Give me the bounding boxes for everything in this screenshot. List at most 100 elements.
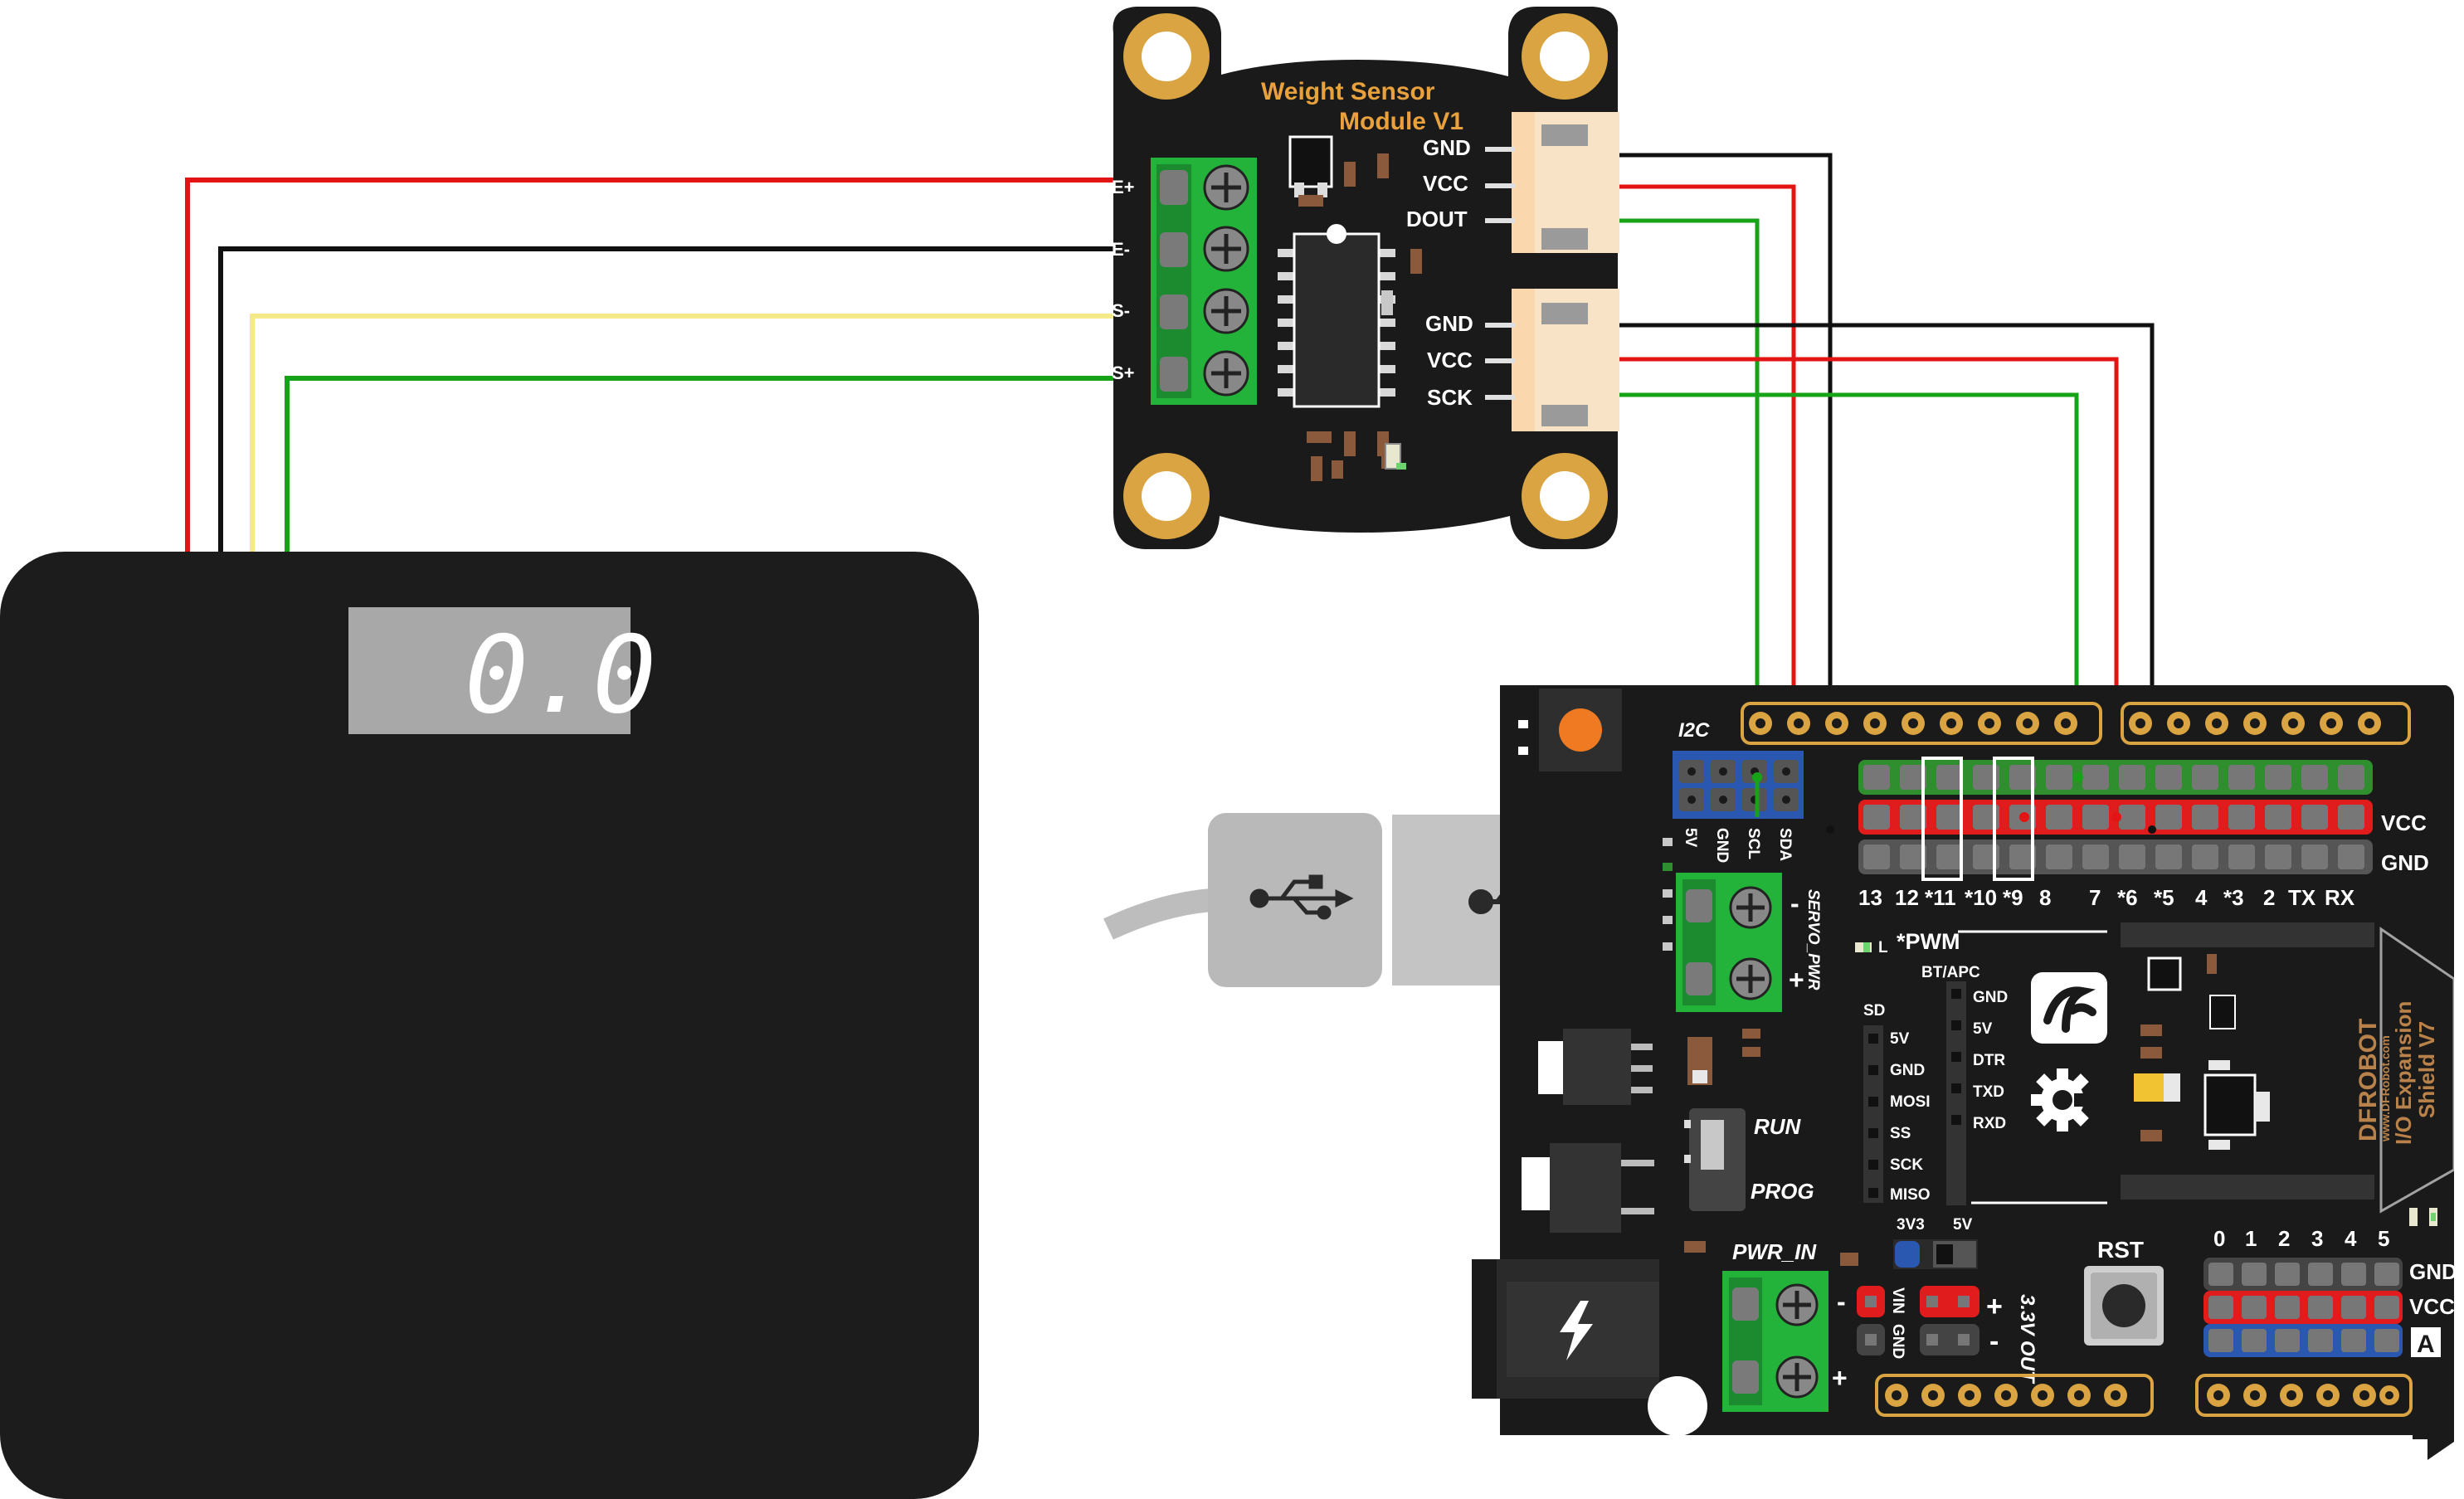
df-logo xyxy=(2031,972,2107,1044)
v5-label: 5V xyxy=(1953,1216,1973,1234)
usb-icon-boot xyxy=(1249,874,1354,920)
shield-right-components xyxy=(2121,922,2374,1200)
digital-pin-2: 2 xyxy=(2263,885,2275,910)
digital-pin-4: 4 xyxy=(2195,885,2208,910)
module-pin-s-plus: S+ xyxy=(1112,363,1135,383)
analog-pin-2: 2 xyxy=(2278,1226,2290,1251)
io-expansion-shield: I2C 5V GND SCL SDA xyxy=(1472,685,2457,1460)
weight-sensor-module: Weight Sensor Module V1 E+ E- S- S+ xyxy=(1112,7,1619,549)
pwr-in-label: PWR_IN xyxy=(1732,1239,1817,1264)
shield-top-button xyxy=(1518,689,1622,771)
servo-pwr-terminal xyxy=(1676,873,1782,1012)
out-minus: - xyxy=(1989,1326,1999,1357)
vin-gnd-header xyxy=(1857,1286,1885,1355)
l-led xyxy=(1855,942,1872,952)
digital-pin-9: *9 xyxy=(2003,885,2023,910)
module-title-2: Module V1 xyxy=(1339,108,1463,135)
wire-s-minus xyxy=(250,314,1168,554)
wire-e-minus xyxy=(218,246,1168,554)
rst-button[interactable] xyxy=(2084,1266,2164,1346)
wire-sck-gnd xyxy=(1551,323,2155,830)
bathroom-scale: 0.0 xyxy=(0,552,979,1499)
out-plus: + xyxy=(1986,1291,2003,1322)
digital-pin-7: 7 xyxy=(2089,885,2101,910)
analog-a-label: A xyxy=(2417,1331,2435,1358)
scale-wires xyxy=(185,178,1168,554)
module-connector-dout xyxy=(1485,112,1619,253)
shield-mounting-hole xyxy=(1648,1376,1707,1436)
module-pin-s-minus: S- xyxy=(1112,300,1130,321)
out-header xyxy=(1920,1286,1979,1355)
i2c-label: I2C xyxy=(1678,719,1710,742)
module-smd-parts xyxy=(1288,135,1422,481)
voltage-jumper xyxy=(1893,1239,1978,1269)
brand-name: DFROBOT xyxy=(2354,1019,2382,1141)
l-label: L xyxy=(1878,939,1888,956)
digital-pin-6: *6 xyxy=(2117,885,2138,910)
digital-pin-tx: TX xyxy=(2288,885,2316,910)
module-pin-vcc-bottom: VCC xyxy=(1427,348,1473,372)
wire-dout-gnd xyxy=(1618,153,1833,830)
analog-pin-5: 5 xyxy=(2378,1226,2389,1251)
i2c-pin-sda: SDA xyxy=(1776,828,1794,861)
mounting-hole-bl xyxy=(1123,453,1210,539)
shield-bottom-header xyxy=(1875,1374,2413,1417)
digital-pin-12: 12 xyxy=(1895,885,1919,910)
bt-pin-gnd: GND xyxy=(1973,989,2008,1006)
row-d-label: D xyxy=(2386,770,2404,797)
module-pin-sck: SCK xyxy=(1427,385,1473,410)
sd-pin-sck: SCK xyxy=(1890,1156,1923,1174)
shield-left-components xyxy=(1522,838,1858,1266)
analog-pin-4: 4 xyxy=(2345,1226,2357,1251)
bt-pin-rxd: RXD xyxy=(1973,1115,2006,1132)
shield-top-header xyxy=(1741,702,2411,745)
bt-pin-txd: TXD xyxy=(1973,1083,2004,1101)
row-vcc-label: VCC xyxy=(2381,810,2427,835)
digital-pin-13: 13 xyxy=(1858,885,1882,910)
sd-header xyxy=(1863,1025,1883,1203)
module-pin-e-minus: E- xyxy=(1112,239,1130,260)
servo-pwr-plus: + xyxy=(1789,965,1804,995)
module-pin-vcc-top: VCC xyxy=(1423,171,1468,196)
wire-s-plus xyxy=(285,376,1168,554)
digital-pin-11: *11 xyxy=(1925,885,1956,910)
analog-pin-1: 1 xyxy=(2245,1226,2257,1251)
mounting-hole-br xyxy=(1522,453,1608,539)
out-label: 3.3V OUT xyxy=(2016,1294,2038,1385)
scale-body xyxy=(0,552,979,1499)
shield-wire-ends xyxy=(1752,772,2156,834)
sd-pin-mosi: MOSI xyxy=(1890,1093,1931,1111)
sd-pin-miso: MISO xyxy=(1890,1186,1931,1204)
digital-pin-rx: RX xyxy=(2325,885,2355,910)
analog-gnd-label: GND xyxy=(2409,1259,2457,1284)
pwr-in-minus: - xyxy=(1837,1287,1846,1316)
module-ic-chip xyxy=(1278,224,1395,408)
prog-label: PROG xyxy=(1751,1179,1814,1204)
bt-label: BT/APC xyxy=(1921,964,1980,981)
module-title-1: Weight Sensor xyxy=(1261,78,1435,105)
analog-pin-3: 3 xyxy=(2311,1226,2323,1251)
brand-url: www.DFRobot.com xyxy=(2379,1035,2392,1142)
mounting-hole-tr xyxy=(1522,13,1608,100)
gear-icon xyxy=(2031,1068,2096,1132)
vin-label: VIN xyxy=(1889,1287,1906,1314)
brand-line2: Shield V7 xyxy=(2414,1021,2439,1118)
pwm-label: *PWM xyxy=(1897,929,1960,954)
digital-pin-8: 8 xyxy=(2039,885,2051,910)
servo-pwr-label: SERVO_PWR xyxy=(1804,889,1822,990)
i2c-pin-gnd: GND xyxy=(1713,828,1731,863)
run-prog-switch xyxy=(1684,1108,1746,1211)
digital-pin-5: *5 xyxy=(2154,885,2174,910)
row-gnd-label: GND xyxy=(2381,850,2429,875)
wire-e-plus xyxy=(185,178,1168,554)
module-pin-e-plus: E+ xyxy=(1112,177,1135,197)
pwr-in-plus: + xyxy=(1832,1363,1848,1393)
run-label: RUN xyxy=(1754,1114,1802,1139)
bt-header xyxy=(1946,981,1966,1205)
sd-pin-5v: 5V xyxy=(1890,1030,1910,1048)
rst-label: RST xyxy=(2097,1237,2144,1263)
analog-vcc-label: VCC xyxy=(2409,1294,2455,1319)
bt-pin-dtr: DTR xyxy=(1973,1052,2005,1069)
power-jack xyxy=(1472,1259,1659,1399)
